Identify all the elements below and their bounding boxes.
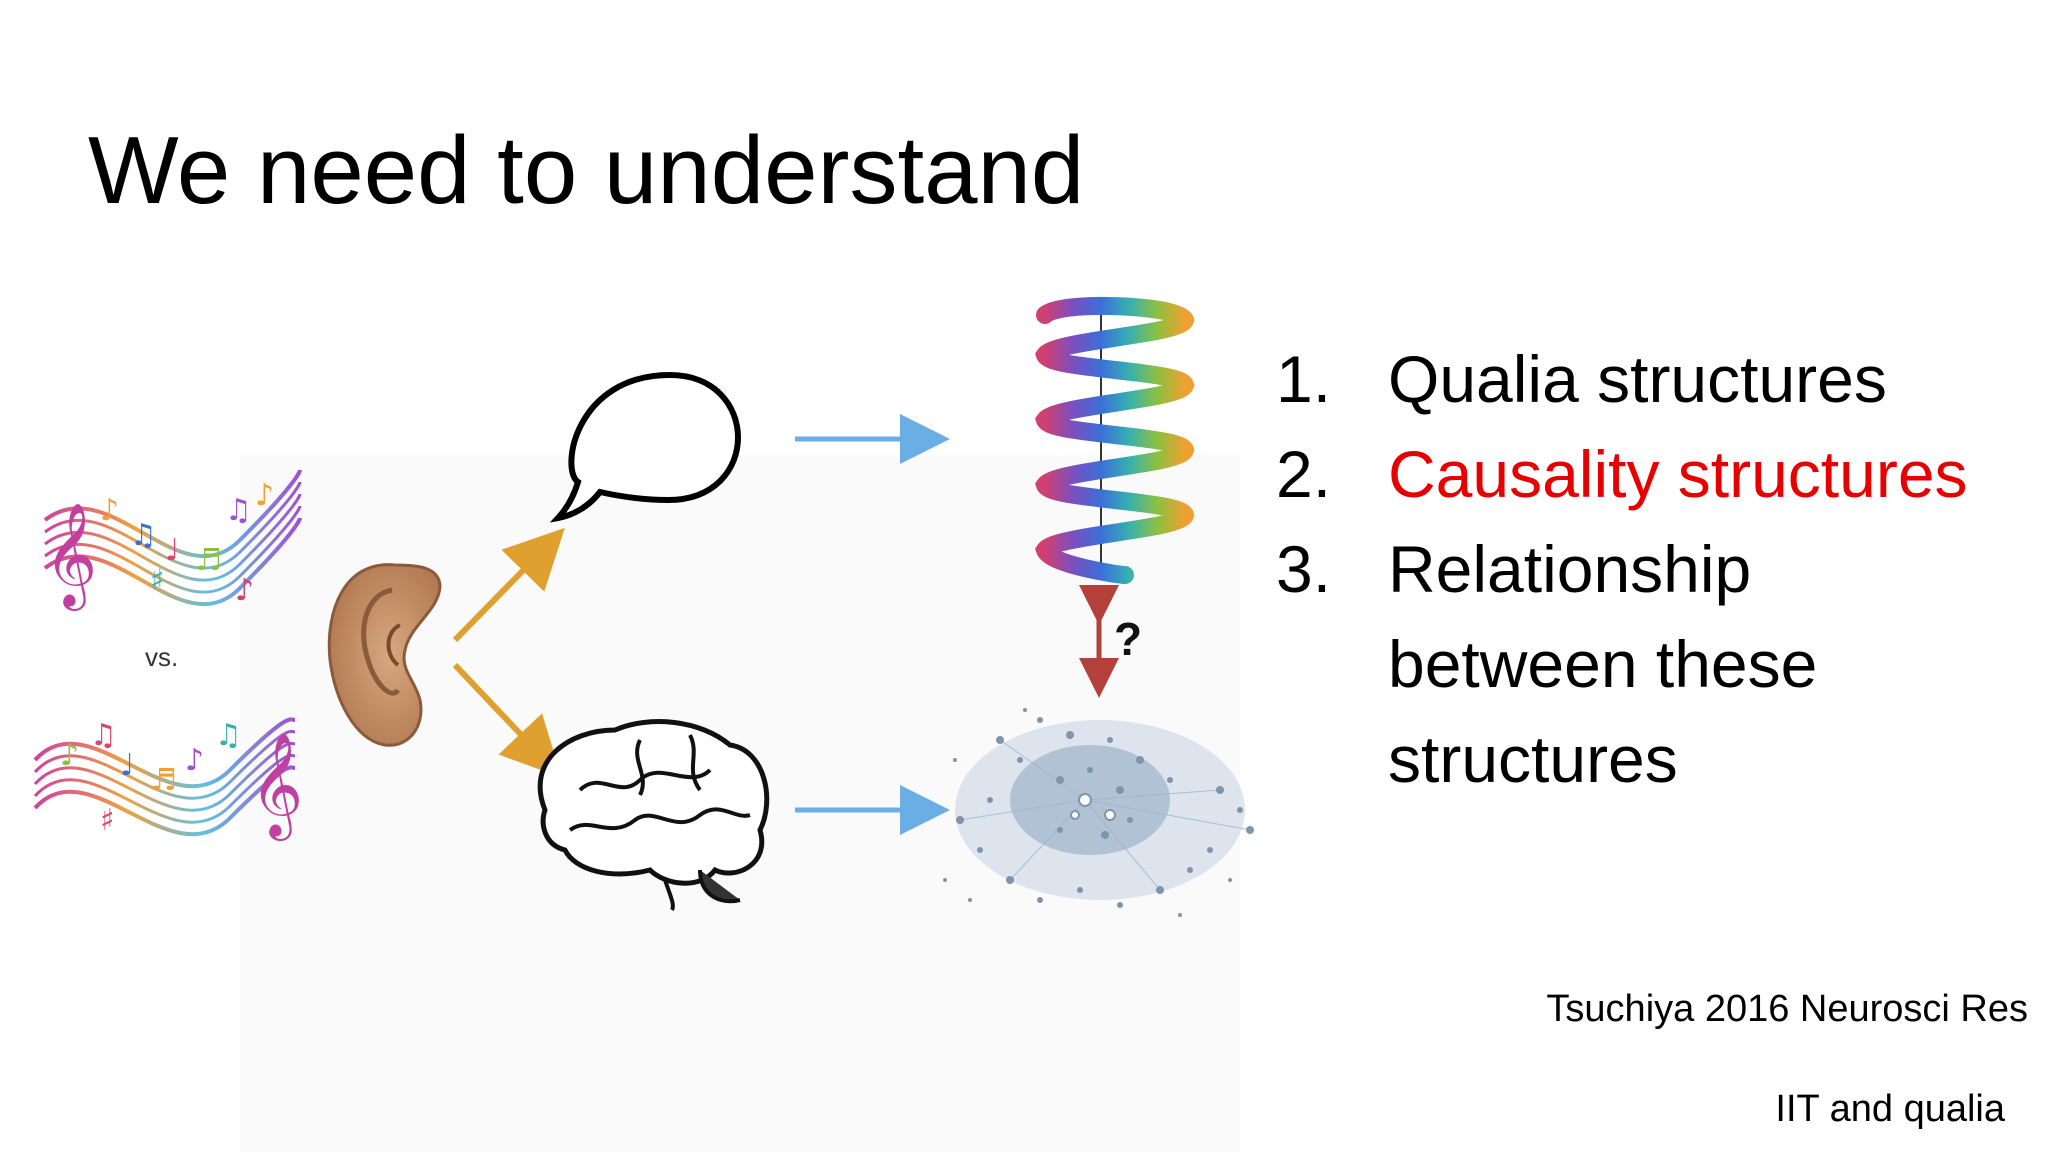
svg-text:♯: ♯ — [150, 563, 165, 598]
music-staff-icon-upper: 𝄞 ♪ ♫ ♩ ♬ ♫ ♪ ♯ ♪ — [43, 469, 302, 611]
svg-text:𝄞: 𝄞 — [250, 732, 303, 841]
helix-icon — [1035, 296, 1195, 584]
list-item-number: 1. — [1276, 342, 1332, 416]
list-item-text: Qualia structures — [1388, 342, 1887, 416]
svg-text:♫: ♫ — [225, 493, 252, 528]
svg-text:♬: ♬ — [195, 543, 222, 578]
svg-text:♪: ♪ — [185, 743, 204, 778]
svg-text:♪: ♪ — [60, 738, 79, 773]
svg-text:♩: ♩ — [165, 533, 179, 568]
key-points-list: 1. Qualia structures 2. Causality struct… — [1276, 332, 2016, 807]
list-item-number: 3. — [1276, 532, 1332, 606]
svg-text:♪: ♪ — [100, 493, 119, 528]
svg-text:♩: ♩ — [120, 748, 134, 783]
svg-text:♫: ♫ — [130, 518, 157, 553]
slide-title: We need to understand — [88, 117, 1085, 224]
list-item-number: 2. — [1276, 437, 1332, 511]
list-item: 3. Relationship between these structures — [1276, 522, 2016, 807]
svg-text:♫: ♫ — [215, 718, 242, 753]
question-mark-label: ? — [1114, 613, 1143, 665]
svg-text:♫: ♫ — [90, 718, 117, 753]
speech-bubble-icon — [549, 371, 741, 523]
citation: Tsuchiya 2016 Neurosci Res — [1546, 988, 2028, 1030]
music-staff-icon-lower: 𝄞 ♪ ♫ ♩ ♬ ♪ ♫ ♯ — [33, 717, 303, 841]
list-item-text-highlight: Causality structures — [1388, 437, 1968, 511]
svg-text:𝄞: 𝄞 — [44, 502, 97, 611]
svg-text:♪: ♪ — [255, 478, 274, 513]
list-item-text: Relationship between these structures — [1388, 532, 1818, 796]
list-item: 1. Qualia structures — [1276, 332, 2016, 427]
arrow-up-orange — [452, 527, 565, 643]
network-graph-icon — [943, 708, 1254, 917]
ear-icon — [327, 563, 442, 747]
list-item: 2. Causality structures — [1276, 427, 2016, 522]
svg-text:♯: ♯ — [100, 803, 115, 838]
arrow-down-orange — [452, 662, 562, 778]
svg-text:♪: ♪ — [235, 573, 254, 608]
slide-footer: IIT and qualia — [1775, 1088, 2005, 1130]
svg-text:♬: ♬ — [150, 763, 177, 798]
brain-icon — [537, 719, 770, 912]
vs-label: vs. — [145, 642, 179, 672]
